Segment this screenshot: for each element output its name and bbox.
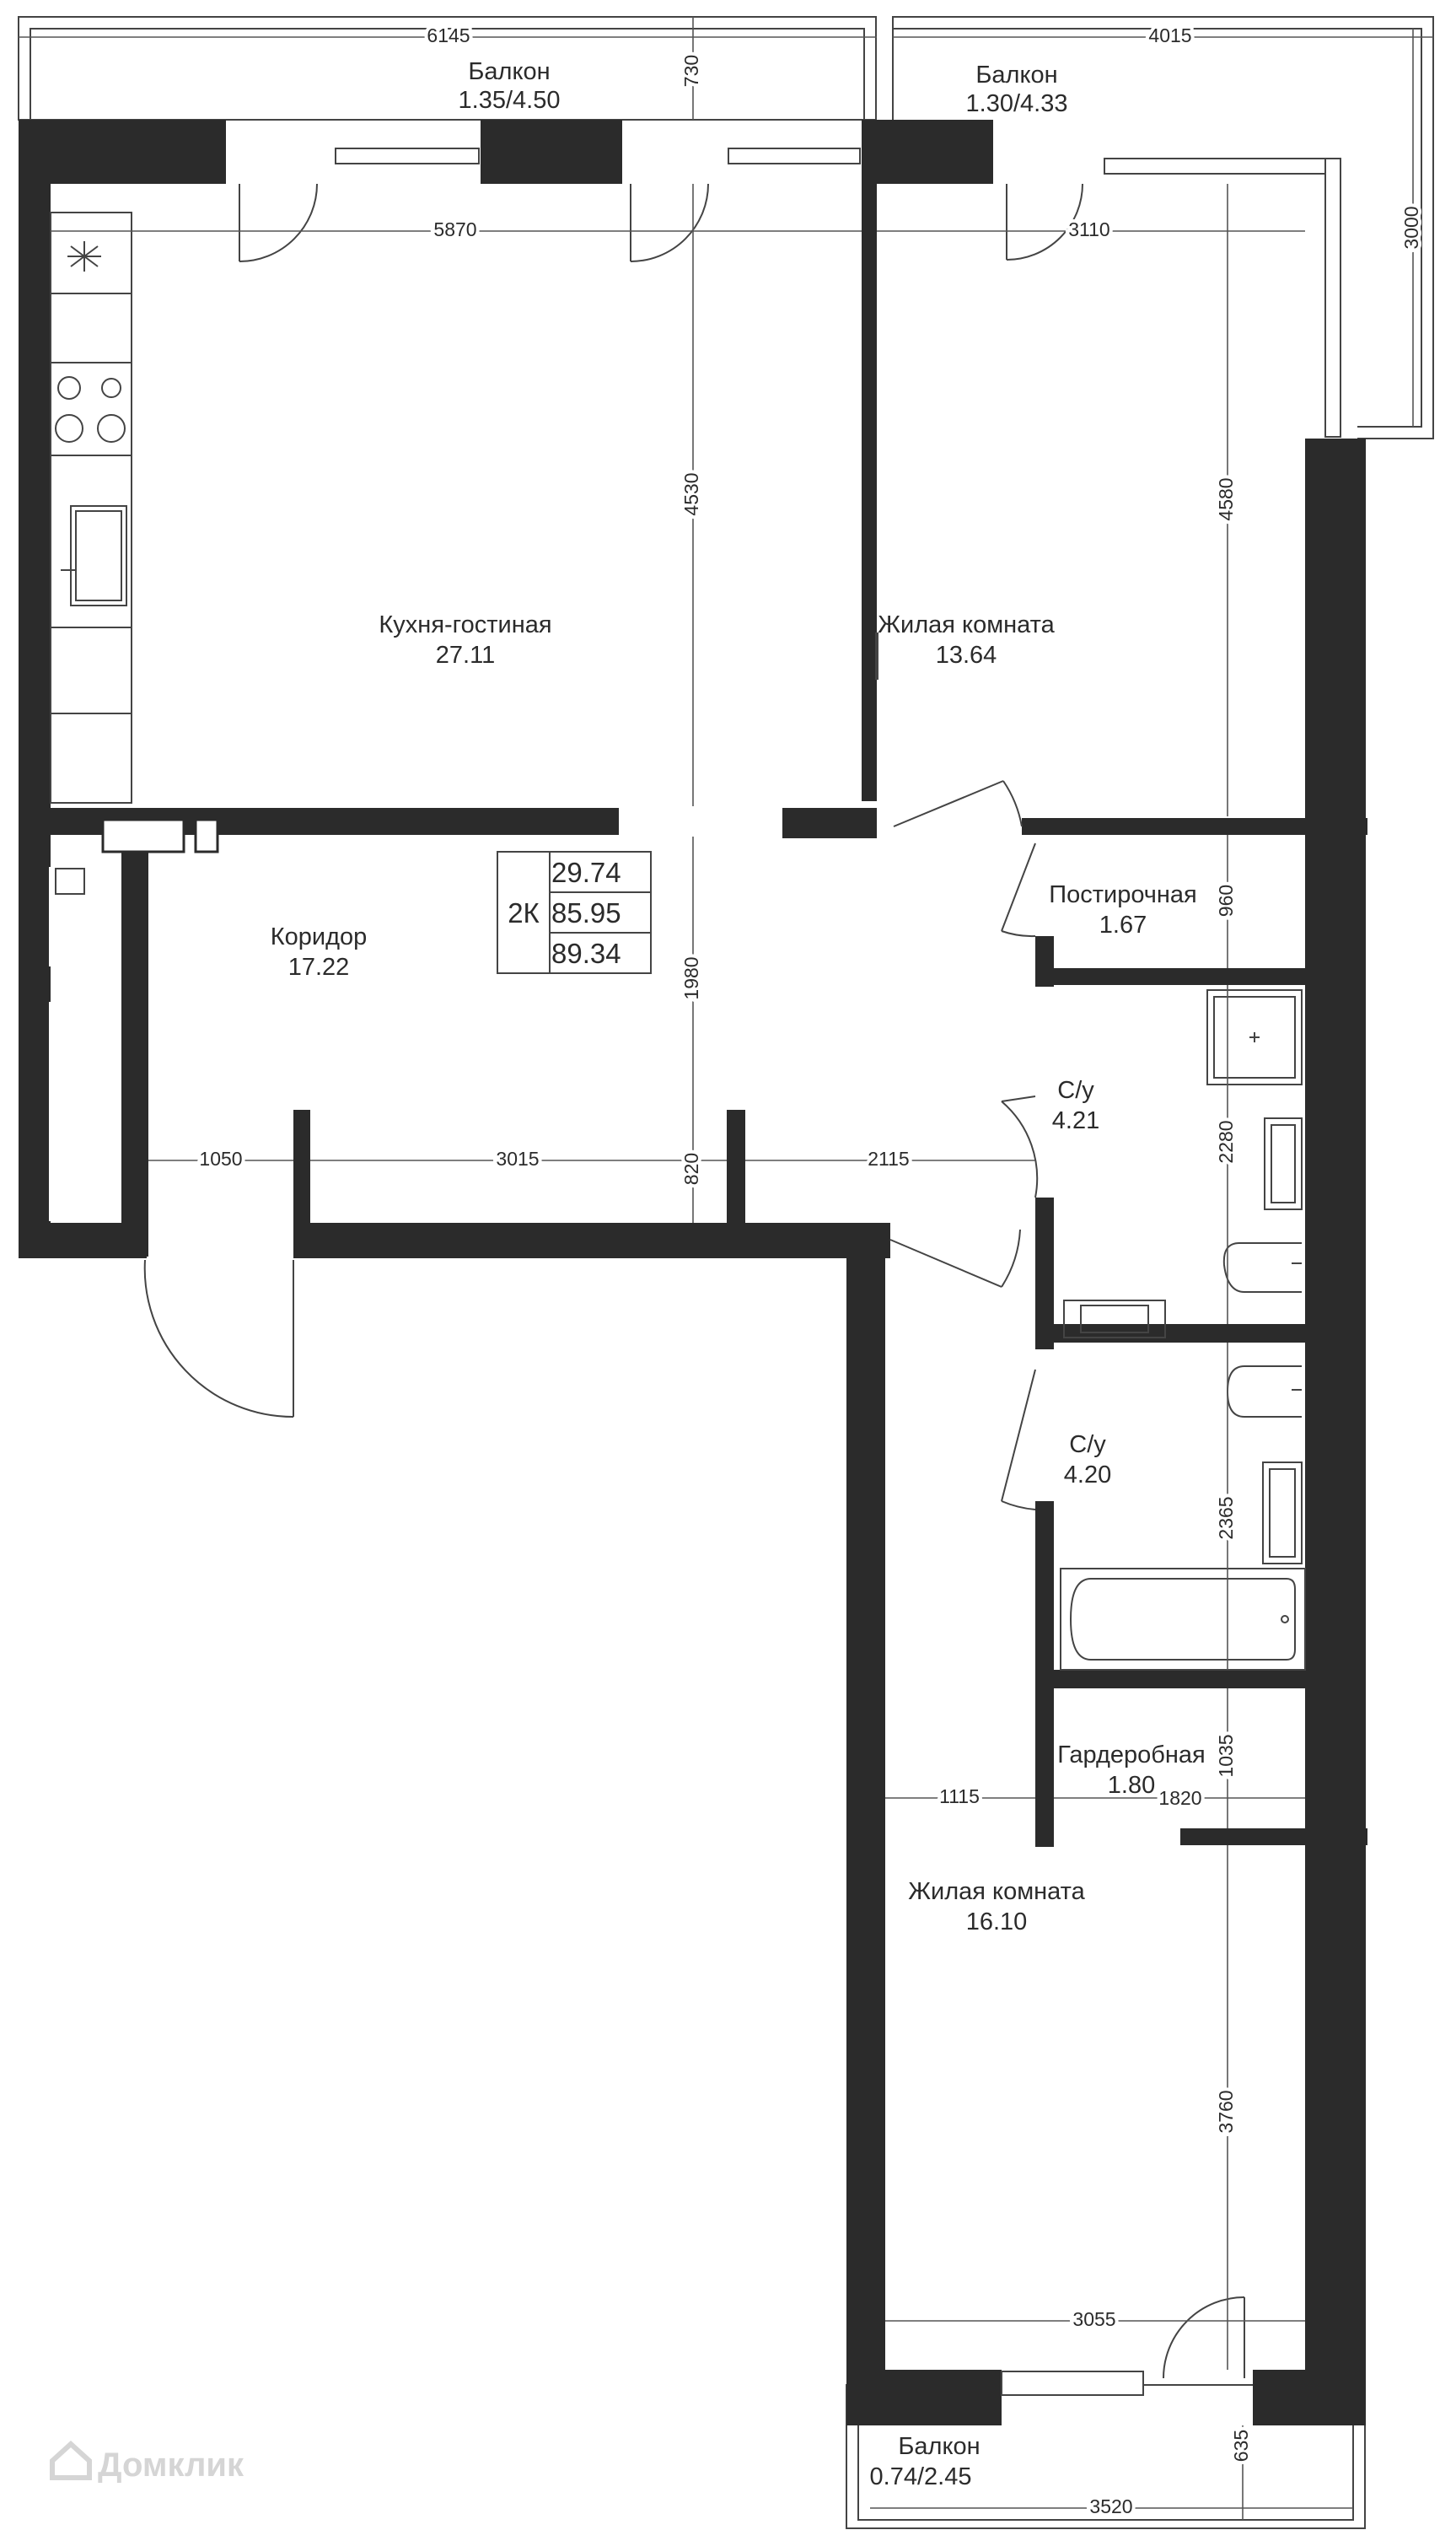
dim-bedroom1-width: 3110	[1068, 218, 1109, 240]
dim-bath2-depth: 2365	[1215, 1496, 1237, 1539]
room-name-corridor: Коридор	[271, 923, 368, 950]
dim-corridor-mid: 3015	[496, 1148, 539, 1170]
windows	[335, 148, 1341, 2396]
room-name-bedroom2: Жилая комната	[908, 1878, 1085, 1905]
room-labels: Кухня-гостиная 27.11 Жилая комната 13.64…	[271, 611, 1206, 1935]
dim-balcony-depth: 730	[680, 55, 702, 87]
dim-top-left: 6145	[427, 24, 470, 46]
dim-corridor-opening: 820	[680, 1153, 702, 1185]
walls	[19, 120, 1367, 2425]
balcony1-name: Балкон	[468, 58, 550, 85]
room-area-bath1: 4.21	[1052, 1107, 1099, 1134]
room-area-wardrobe: 1.80	[1108, 1772, 1155, 1799]
dim-bath1-depth: 2280	[1215, 1120, 1237, 1163]
balcony3-name: Балкон	[898, 2433, 980, 2460]
balcony3-area: 0.74/2.45	[870, 2463, 972, 2490]
dim-wardrobe-left: 1115	[939, 1785, 980, 1807]
dim-bottom-balcony-depth: 635	[1230, 2430, 1252, 2462]
bathroom2-fixtures	[1060, 1365, 1306, 1671]
room-name-bath2: С/у	[1069, 1431, 1106, 1458]
kitchen-fixtures	[50, 212, 132, 804]
area-summary: 2К 29.74 85.95 89.34	[497, 851, 652, 974]
dim-wardrobe-depth: 1035	[1215, 1734, 1237, 1777]
room-area-kitchen: 27.11	[436, 642, 495, 669]
watermark-text: Домклик	[98, 2447, 244, 2484]
dim-bedroom1-depth: 4580	[1215, 477, 1237, 520]
room-area-laundry: 1.67	[1099, 912, 1147, 939]
dim-top-right: 4015	[1148, 24, 1191, 46]
room-name-wardrobe: Гардеробная	[1057, 1741, 1205, 1768]
bathroom1-fixtures	[1206, 989, 1303, 1293]
room-area-bedroom2: 16.10	[966, 1908, 1028, 1935]
room-name-bedroom1: Жилая комната	[878, 611, 1055, 638]
total-area-with-balconies: 89.34	[551, 938, 621, 969]
living-area: 29.74	[551, 857, 621, 888]
balcony-outlines	[18, 16, 1434, 2529]
dim-corridor-right: 2115	[868, 1148, 909, 1170]
area-summary-frame	[497, 851, 652, 974]
dim-right-balcony-height: 3000	[1400, 206, 1422, 249]
dim-corridor-depth: 1980	[680, 956, 702, 999]
dim-wardrobe-width: 1820	[1158, 1787, 1201, 1809]
room-area-corridor: 17.22	[288, 954, 350, 981]
dimension-labels: 6145 4015 730 3000 5870 3110 4530 4580 9…	[196, 21, 1426, 2521]
dim-entry-width: 1050	[199, 1148, 242, 1170]
room-area-bath2: 4.20	[1064, 1461, 1111, 1488]
watermark: Домклик	[50, 2440, 244, 2484]
room-name-kitchen: Кухня-гостиная	[379, 611, 551, 638]
apartment-type: 2К	[508, 897, 540, 929]
dim-laundry-depth: 960	[1215, 885, 1237, 917]
balcony-labels: Балкон 1.35/4.50 Балкон 1.30/4.33 Балкон…	[459, 58, 1068, 2490]
dimension-lines	[19, 17, 1433, 2520]
dim-kitchen-width: 5870	[433, 218, 476, 240]
doors	[143, 183, 1245, 2379]
balcony1-area: 1.35/4.50	[459, 87, 561, 114]
dim-kitchen-depth: 4530	[680, 472, 702, 515]
total-area: 85.95	[551, 897, 621, 929]
balcony2-name: Балкон	[975, 62, 1057, 89]
dim-bottom-balcony-width: 3520	[1089, 2495, 1132, 2517]
dim-bedroom2-depth: 3760	[1215, 2090, 1237, 2133]
dim-bedroom2-width: 3055	[1072, 2308, 1115, 2330]
room-name-laundry: Постирочная	[1049, 881, 1197, 908]
niche-outlines	[55, 868, 1166, 1338]
room-name-bath1: С/у	[1057, 1077, 1094, 1104]
house-logo-icon	[50, 2440, 92, 2480]
balcony2-area: 1.30/4.33	[966, 90, 1068, 117]
room-area-bedroom1: 13.64	[936, 642, 997, 669]
